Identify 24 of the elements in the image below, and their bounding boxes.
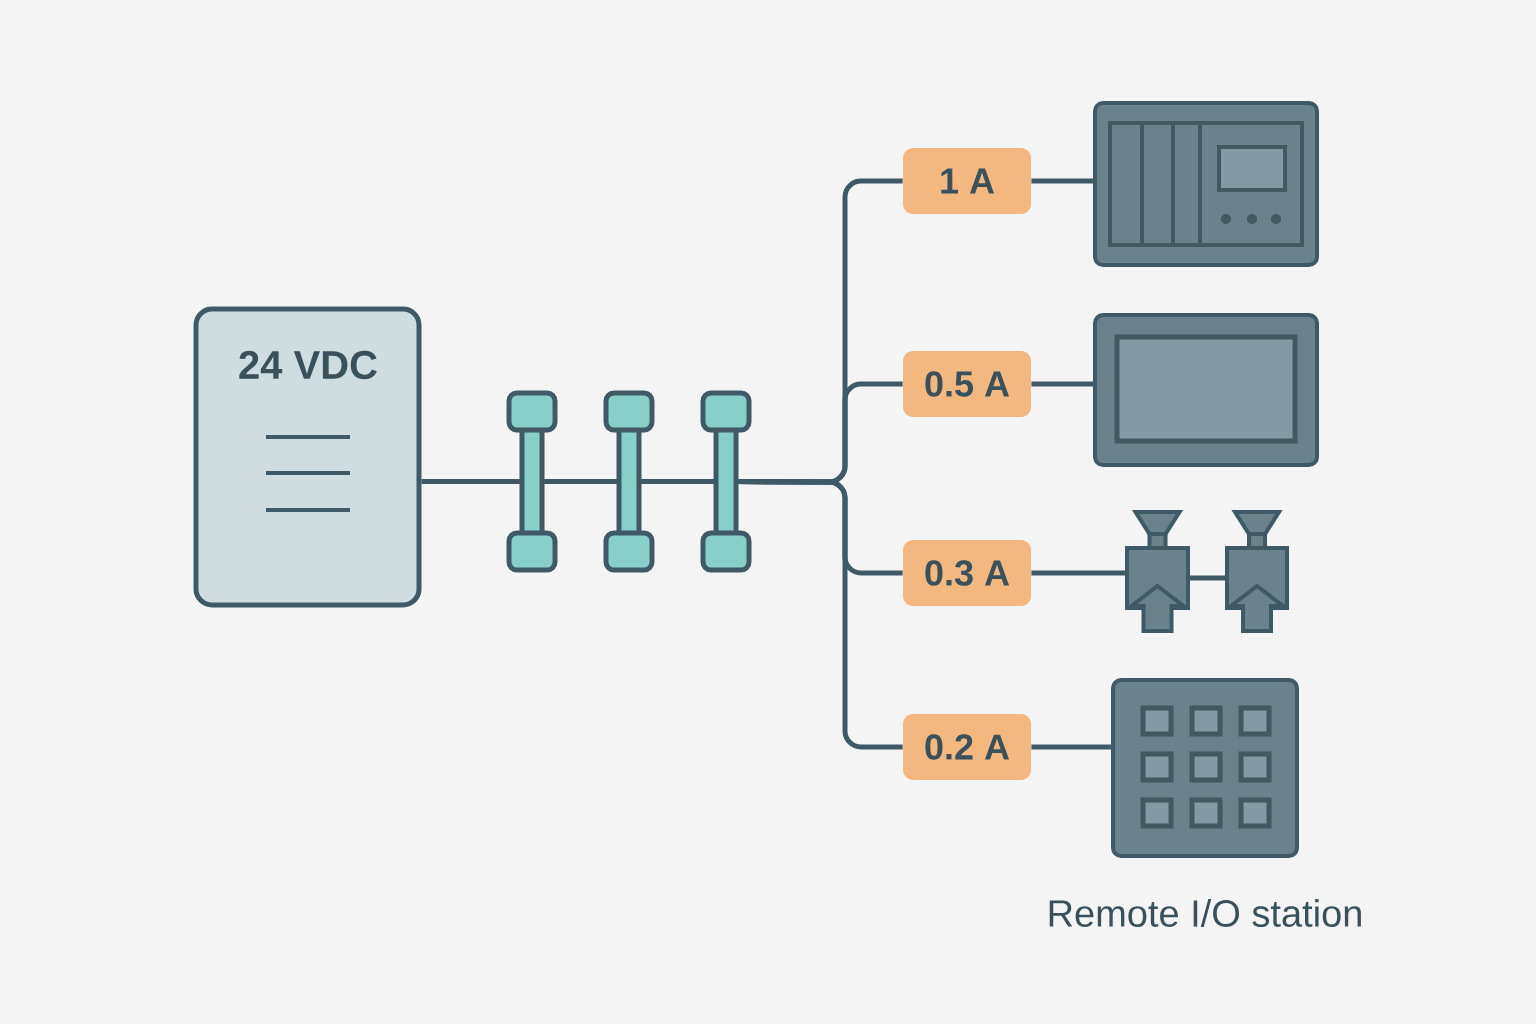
valve-drawing	[1125, 510, 1190, 633]
valve-drawing	[1225, 510, 1289, 633]
current-rating-box: 1 A	[903, 148, 1031, 214]
wire	[1031, 381, 1093, 387]
wire	[421, 479, 522, 484]
wire	[639, 479, 716, 484]
wire	[1031, 744, 1111, 750]
current-rating-box: 0.3 A	[903, 540, 1031, 606]
fuse-drawing	[506, 390, 558, 573]
fuse-drawing	[603, 390, 655, 573]
io-station-drawing	[1111, 678, 1299, 858]
current-rating-box: 0.5 A	[903, 351, 1031, 417]
controller-drawing	[1093, 101, 1319, 267]
device-caption: Remote I/O station	[1049, 899, 1361, 927]
panel-drawing	[1093, 313, 1319, 467]
fuse-drawing	[700, 390, 752, 573]
wire	[542, 479, 619, 484]
current-rating-box: 0.2 A	[903, 714, 1031, 780]
wire	[1031, 570, 1125, 576]
wire	[1190, 575, 1225, 581]
power-supply-box	[193, 306, 422, 608]
wire	[1031, 178, 1093, 184]
wire	[736, 479, 903, 750]
voltage-label: 24 VDC	[239, 350, 377, 380]
